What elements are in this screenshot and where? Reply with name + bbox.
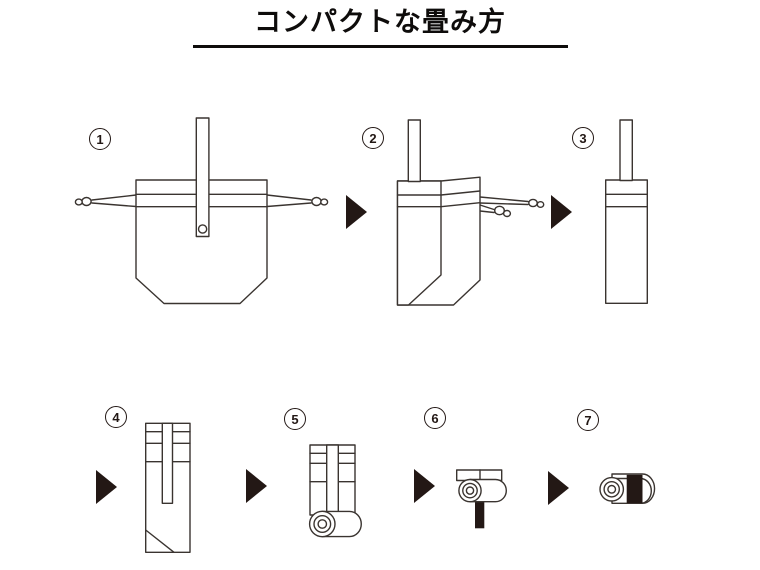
arrow-right-icon (414, 469, 435, 503)
upper-drawstring (479, 196, 529, 206)
snap-button (197, 224, 208, 234)
step-5-number: 5 (284, 408, 306, 430)
step-4-illustration (144, 422, 191, 553)
step-7-illustration (599, 473, 656, 504)
arrow-right-icon (346, 195, 367, 229)
strap-folded-down (161, 422, 174, 504)
corner-fold-line (145, 529, 175, 553)
front-panel (396, 180, 442, 306)
title-underline (193, 45, 568, 48)
step-3-illustration (605, 119, 649, 305)
step-4-number: 4 (105, 406, 127, 428)
step-2-number: 2 (362, 127, 384, 149)
arrow-right-icon (548, 471, 569, 505)
step-1-illustration (74, 117, 329, 305)
lower-drawstring (479, 204, 495, 214)
bag-body (135, 179, 268, 305)
strap-band-around-roll (626, 474, 643, 504)
step-6-illustration (456, 469, 507, 529)
page-title: コンパクトな畳み方 (254, 7, 506, 37)
arrow-right-icon (246, 469, 267, 503)
strap-folded-down (326, 444, 340, 516)
right-drawstring (266, 194, 312, 208)
arrow-right-icon (96, 470, 117, 504)
left-drawstring-knot (81, 196, 92, 207)
step-5-illustration (308, 444, 362, 538)
step-1-number: 1 (89, 128, 111, 150)
top-flap (456, 469, 503, 482)
arrow-right-icon (551, 195, 572, 229)
folded-bag-body (605, 179, 649, 305)
strap (407, 119, 421, 183)
step-6-number: 6 (424, 407, 446, 429)
step-7-number: 7 (577, 409, 599, 431)
step-2-illustration (396, 119, 545, 306)
strap (195, 117, 210, 238)
step-3-number: 3 (572, 127, 594, 149)
strap (619, 119, 634, 182)
right-drawstring-knot (311, 196, 322, 207)
left-drawstring (91, 194, 137, 208)
strap-hanging (475, 495, 485, 529)
